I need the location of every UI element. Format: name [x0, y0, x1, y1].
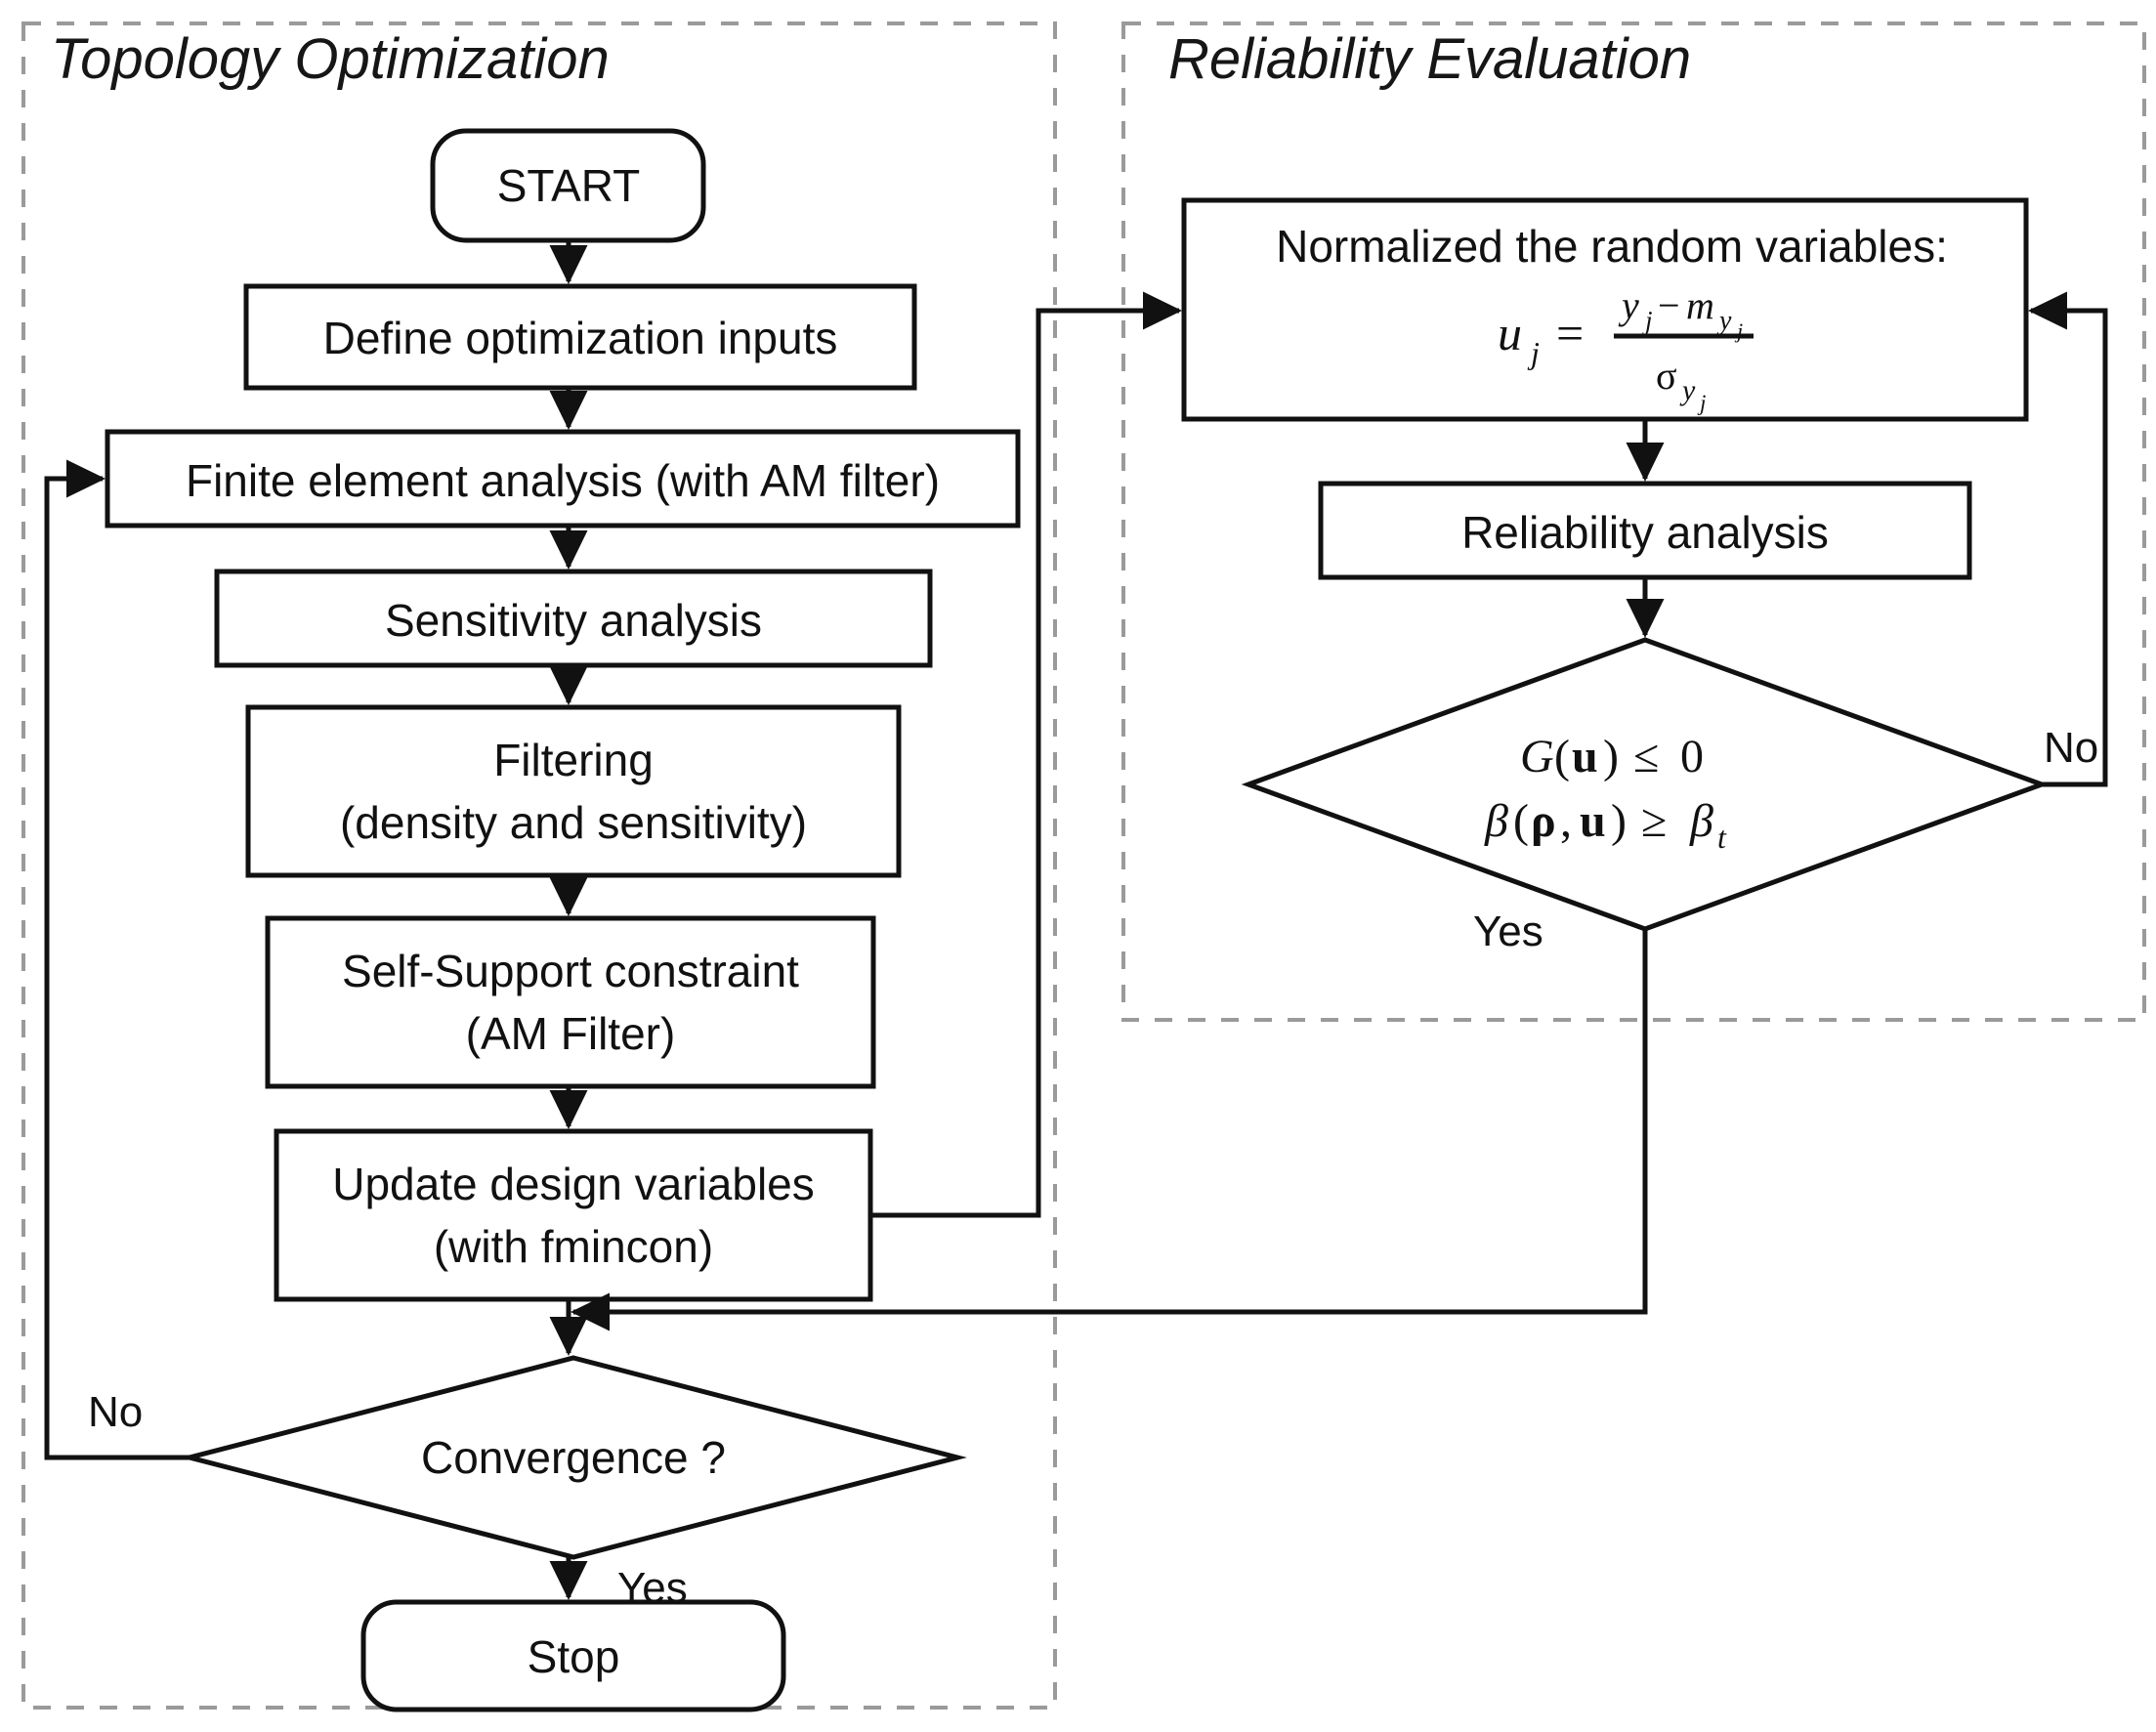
svg-text:j: j — [1697, 391, 1706, 415]
svg-text:y: y — [1716, 306, 1732, 336]
svg-text:j: j — [1734, 318, 1743, 343]
edge-label-check-yes: Yes — [1473, 908, 1543, 955]
svg-text:u: u — [1572, 731, 1598, 782]
node-filtering-label-line1: Filtering — [493, 735, 654, 785]
node-convergence-decision[interactable] — [180, 1355, 967, 1560]
node-define-inputs[interactable] — [243, 283, 917, 391]
node-filtering-label-line2: (density and sensitivity) — [340, 797, 807, 848]
svg-text:j: j — [1642, 306, 1653, 335]
node-reliability-check-decision[interactable] — [1241, 637, 2050, 932]
svg-text:(: ( — [1513, 795, 1529, 847]
node-update-design[interactable] — [274, 1128, 873, 1302]
node-fea[interactable] — [105, 429, 1021, 528]
svg-text:β: β — [1484, 795, 1508, 847]
node-normalize-label: Normalized the random variables: — [1276, 221, 1948, 272]
svg-text:≥: ≥ — [1641, 795, 1667, 847]
svg-text:u: u — [1580, 795, 1606, 847]
node-update-design-label-line1: Update design variables — [332, 1159, 815, 1209]
node-define-inputs-label: Define optimization inputs — [323, 313, 838, 363]
node-normalize[interactable] — [1181, 197, 2029, 422]
node-self-support-label-line2: (AM Filter) — [466, 1008, 676, 1059]
node-start-label: START — [497, 160, 641, 211]
node-sensitivity[interactable] — [214, 569, 933, 668]
node-reliability-check-label: G ( u ) ≤ 0 β ( ρ , u ) ≥ β t — [1484, 731, 1727, 855]
node-self-support-label-line1: Self-Support constraint — [342, 946, 799, 996]
node-self-support[interactable] — [265, 915, 876, 1089]
svg-text:m: m — [1686, 283, 1714, 327]
node-stop-label: Stop — [528, 1631, 620, 1682]
svg-text:t: t — [1717, 820, 1727, 855]
svg-text:j: j — [1527, 335, 1540, 370]
svg-text:=: = — [1556, 306, 1584, 360]
edge-convergence-no-loop — [44, 459, 190, 1460]
edge-label-convergence-yes: Yes — [617, 1564, 688, 1612]
svg-text:ρ: ρ — [1531, 795, 1556, 847]
svg-text:u: u — [1498, 306, 1522, 360]
panel-title-topology: Topology Optimization — [51, 27, 610, 91]
node-normalize-formula: u j = y j − m y j σ y j — [1498, 283, 1754, 415]
svg-text:y: y — [1679, 374, 1696, 406]
node-update-design-label-line2: (with fmincon) — [434, 1221, 713, 1272]
edge-update-to-normalize — [870, 291, 1182, 1218]
svg-text:y: y — [1618, 283, 1639, 327]
svg-text:,: , — [1560, 795, 1572, 847]
svg-text:(: ( — [1554, 731, 1570, 782]
svg-text:σ: σ — [1656, 354, 1677, 398]
node-reliability-analysis-label: Reliability analysis — [1461, 507, 1829, 558]
edge-label-check-no: No — [2044, 724, 2098, 772]
node-fea-label: Finite element analysis (with AM filter) — [186, 455, 940, 506]
panel-title-reliability: Reliability Evaluation — [1168, 27, 1691, 91]
edge-check-no-loop — [2028, 291, 2108, 787]
svg-text:G: G — [1520, 731, 1554, 782]
edge-label-convergence-no: No — [88, 1388, 143, 1436]
panel-reliability-evaluation — [1121, 21, 2146, 1022]
svg-text:): ) — [1603, 731, 1619, 782]
svg-text:−: − — [1658, 283, 1680, 327]
node-sensitivity-label: Sensitivity analysis — [385, 595, 762, 646]
svg-text:β: β — [1689, 795, 1713, 847]
svg-text:): ) — [1611, 795, 1627, 847]
svg-text:0: 0 — [1680, 731, 1704, 782]
node-filtering[interactable] — [245, 704, 902, 878]
edge-check-yes-loop — [571, 929, 1648, 1331]
node-stop[interactable] — [360, 1599, 786, 1712]
node-convergence-label: Convergence ? — [421, 1432, 726, 1483]
svg-text:≤: ≤ — [1633, 731, 1659, 782]
